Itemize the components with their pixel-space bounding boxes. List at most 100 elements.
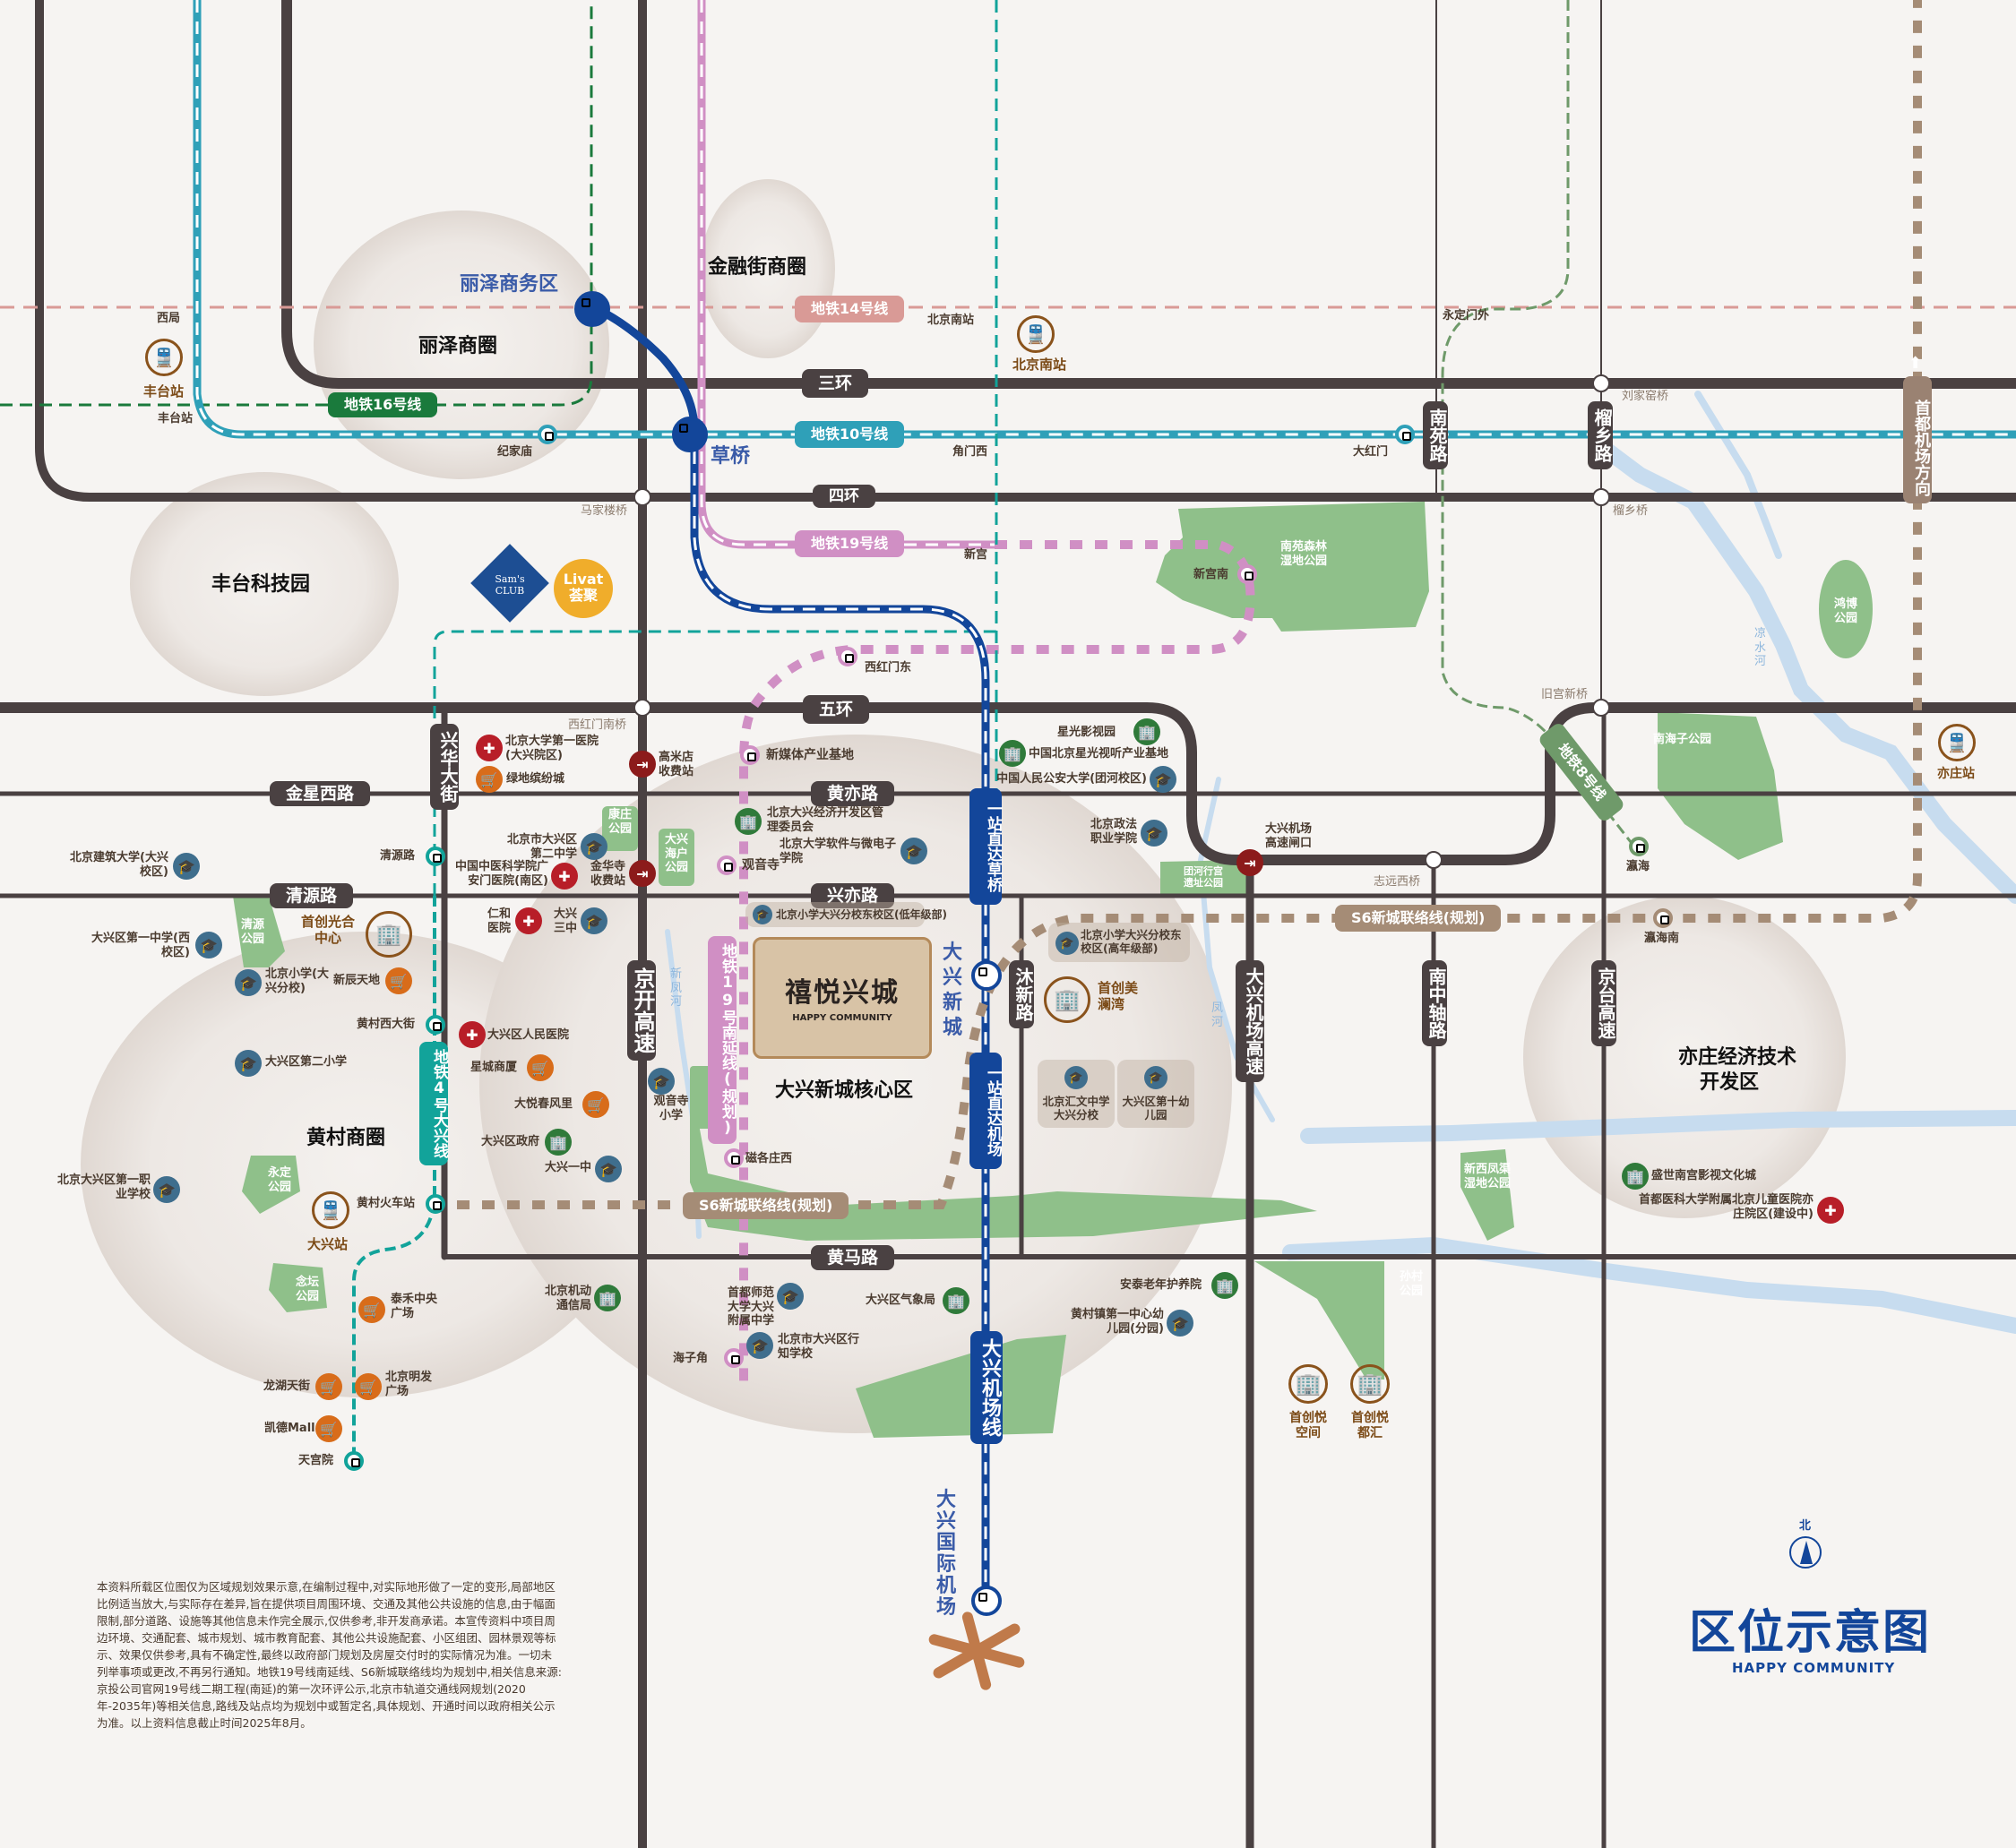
poi-shop-mingfa[interactable]: 北京明发广场 xyxy=(385,1371,433,1398)
poi-edu-pku-software[interactable]: 北京大学软件与微电子学院 xyxy=(780,838,897,865)
project-building-icon: 🏢 xyxy=(1350,1364,1390,1404)
graduation-cap-icon: 🎓 xyxy=(1141,820,1167,847)
poi-project-meilanwan[interactable]: 首创美澜湾 xyxy=(1098,980,1139,1012)
rail-icon-yizhuang[interactable]: 🚆 xyxy=(1938,724,1976,761)
park-label-yongding: 永定公园 xyxy=(267,1166,291,1194)
poi-shop-greenland[interactable]: 绿地缤纷城 xyxy=(506,772,565,786)
graduation-cap-icon: 🎓 xyxy=(1167,1310,1193,1337)
poi-edu-guanyinsi-primary[interactable]: 观音寺小学 xyxy=(653,1095,689,1122)
poi-gov-daxing-gov[interactable]: 大兴区政府 xyxy=(481,1135,540,1148)
station-icon-huangcunxidajie[interactable] xyxy=(426,1015,445,1035)
poi-project-yuekongjian[interactable]: 首创悦空间 xyxy=(1289,1411,1327,1440)
poi-toll-airport[interactable]: 大兴机场高速闸口 xyxy=(1265,822,1313,850)
project-building-icon: 🏢 xyxy=(1044,976,1090,1023)
poi-project-yueduhui[interactable]: 首创悦都汇 xyxy=(1351,1411,1389,1440)
station-icon-jijiamiao[interactable] xyxy=(538,425,557,444)
poi-edu-bj-primary-east-high[interactable]: 北京小学大兴分校东校区(高年级部) xyxy=(1081,928,1182,955)
poi-gov-econ-dev[interactable]: 北京大兴经济开发区管理委员会 xyxy=(767,806,884,834)
rail-icon-bjnan[interactable]: 🚆 xyxy=(1017,315,1055,353)
poi-edu-vocational[interactable]: 北京大兴区第一职业学校 xyxy=(56,1173,151,1201)
poi-edu-daxing-k10[interactable]: 大兴区第十幼儿园 xyxy=(1122,1095,1190,1122)
station-yinghainan: 瀛海南 xyxy=(1644,932,1680,945)
station-icon-cigezhuangxi[interactable] xyxy=(724,1148,744,1168)
station-icon-tiangongyuan[interactable] xyxy=(344,1451,364,1471)
poi-gov-antai-nursing[interactable]: 安泰老年护养院 xyxy=(1120,1278,1202,1292)
station-qingyuanlu: 清源路 xyxy=(380,849,416,863)
poi-hosp-childrens[interactable]: 首都医科大学附属北京儿童医院亦庄院区(建设中) xyxy=(1638,1193,1814,1221)
river-label-xinfeng: 新凤河 xyxy=(670,967,683,1010)
poi-edu-ppsuc[interactable]: 中国人民公安大学(团河校区) xyxy=(996,772,1147,786)
station-yinghai: 瀛海 xyxy=(1626,860,1650,873)
shopping-cart-icon: 🛒 xyxy=(315,1415,342,1442)
poi-edu-politics-law[interactable]: 北京政法职业学院 xyxy=(1090,818,1137,846)
poi-edu-huangcun-kindergarten[interactable]: 黄村镇第一中心幼儿园(分园) xyxy=(1071,1308,1165,1336)
bridge-zhiyuanxi: 志远西桥 xyxy=(1374,875,1421,889)
station-icon-huangcunhuoche[interactable] xyxy=(426,1194,445,1214)
station-icon-caoqiao[interactable] xyxy=(672,417,708,452)
poi-edu-cnu-affiliated[interactable]: 首都师范大学大兴附属中学 xyxy=(727,1286,774,1328)
station-icon-xinmeiti[interactable] xyxy=(740,745,760,765)
shopping-cart-icon: 🛒 xyxy=(358,1296,385,1323)
poi-shop-taihe[interactable]: 泰禾中央广场 xyxy=(391,1293,438,1320)
poi-toll-gaomidian[interactable]: 高米店收费站 xyxy=(659,751,694,778)
poi-edu-bj-primary-daxing[interactable]: 北京小学(大兴分校) xyxy=(265,967,329,995)
line-tag-16: 地铁16号线 xyxy=(328,392,438,417)
station-icon-haizijiao[interactable] xyxy=(724,1348,744,1368)
poi-gov-shengshi-nangong[interactable]: 盛世南宫影视文化城 xyxy=(1651,1169,1757,1182)
poi-gov-xingguang-base[interactable]: 中国北京星光视听产业基地 xyxy=(1029,747,1169,761)
park-suncun xyxy=(1254,1261,1384,1380)
poi-shop-xingcheng[interactable]: 星城商厦 xyxy=(470,1061,518,1074)
station-tiangongyuan: 天宫院 xyxy=(298,1454,334,1467)
poi-hosp-renhe[interactable]: 仁和医院 xyxy=(487,907,511,935)
map-title: 区位示意图 xyxy=(1689,1606,1932,1660)
poi-edu-daxing-no3[interactable]: 大兴三中 xyxy=(554,907,578,935)
poi-edu-bj-primary-east-low[interactable]: 北京小学大兴分校东校区(低年级部) xyxy=(776,908,947,921)
line10-dash xyxy=(195,0,2016,436)
station-icon-xingongnan[interactable] xyxy=(1237,564,1257,584)
park-label-kangzhuang: 康庄公园 xyxy=(607,808,632,836)
poi-edu-xingzhi[interactable]: 北京市大兴区行知学校 xyxy=(778,1333,860,1361)
poi-shop-longfor[interactable]: 龙湖天街 xyxy=(263,1380,311,1393)
station-icon-xihongmendong[interactable] xyxy=(838,647,857,666)
poi-toll-jinhuasi[interactable]: 金华寺收费站 xyxy=(590,860,625,888)
poi-hosp-guanganmen[interactable]: 中国中医科学院广安门医院(南区) xyxy=(454,860,548,888)
poi-hosp-pku-first[interactable]: 北京大学第一医院(大兴院区) xyxy=(505,735,599,762)
graduation-cap-icon: 🎓 xyxy=(648,1068,675,1095)
poi-edu-daxing-no1[interactable]: 大兴一中 xyxy=(545,1161,592,1174)
rail-icon-daxing[interactable]: 🚆 xyxy=(312,1191,349,1229)
station-icon-yinghainan[interactable] xyxy=(1653,908,1673,928)
building-icon: 🏢 xyxy=(735,808,762,835)
building-icon: 🏢 xyxy=(999,740,1026,767)
poi-edu-daxing-no2-primary[interactable]: 大兴区第二小学 xyxy=(265,1055,348,1069)
poi-gov-mobile-comm[interactable]: 北京机动通信局 xyxy=(544,1285,591,1312)
project-logo[interactable]: 禧悦兴城 HAPPY COMMUNITY xyxy=(753,937,932,1059)
road-tag-nanyuan: 南苑路 xyxy=(1423,401,1448,469)
station-icon-yinghai[interactable] xyxy=(1629,837,1649,856)
poi-edu-huiwen[interactable]: 北京汇文中学大兴分校 xyxy=(1042,1095,1110,1122)
poi-shop-joy[interactable]: 大悦春风里 xyxy=(514,1097,573,1111)
poi-edu-daxing-no2-middle[interactable]: 北京市大兴区第二中学 xyxy=(506,833,577,861)
poi-shop-xinchen[interactable]: 新辰天地 xyxy=(333,974,381,987)
bridge-liuxiang: 榴乡桥 xyxy=(1613,504,1649,518)
poi-project-guanghe[interactable]: 首创光合中心 xyxy=(300,914,355,946)
station-icon-guanyinsi[interactable] xyxy=(717,855,737,875)
park-belt xyxy=(690,1075,1317,1241)
road-tag-qingyuan: 清源路 xyxy=(270,883,354,908)
poi-gov-xingguang-studio[interactable]: 星光影视园 xyxy=(1057,726,1116,739)
airport-line-dash xyxy=(693,430,987,1594)
rail-icon-fengtai[interactable]: 🚆 xyxy=(145,339,183,376)
poi-edu-daxing-no1-west[interactable]: 大兴区第一中学(西校区) xyxy=(91,932,190,959)
poi-hosp-daxing-people[interactable]: 大兴区人民医院 xyxy=(487,1028,570,1042)
poi-gov-meteorology[interactable]: 大兴区气象局 xyxy=(866,1294,936,1307)
road-tag-ring4: 四环 xyxy=(813,485,875,508)
zone-lize-circle: 丽泽商圈 xyxy=(418,335,498,357)
station-icon-lize[interactable] xyxy=(574,291,610,327)
station-icon-qingyuanlu[interactable] xyxy=(426,847,445,866)
poi-edu-bucea[interactable]: 北京建筑大学(大兴校区) xyxy=(70,851,168,879)
station-icon-daxingxincheng[interactable] xyxy=(971,960,1002,991)
zone-huangcun: 黄村商圈 xyxy=(306,1127,386,1149)
poi-shop-capitamall[interactable]: 凯德Mall xyxy=(264,1422,315,1435)
station-icon-daxing-airport[interactable] xyxy=(971,1586,1002,1616)
station-icon-dahongmen[interactable] xyxy=(1395,425,1415,444)
station-dahongmen: 大红门 xyxy=(1353,445,1389,459)
